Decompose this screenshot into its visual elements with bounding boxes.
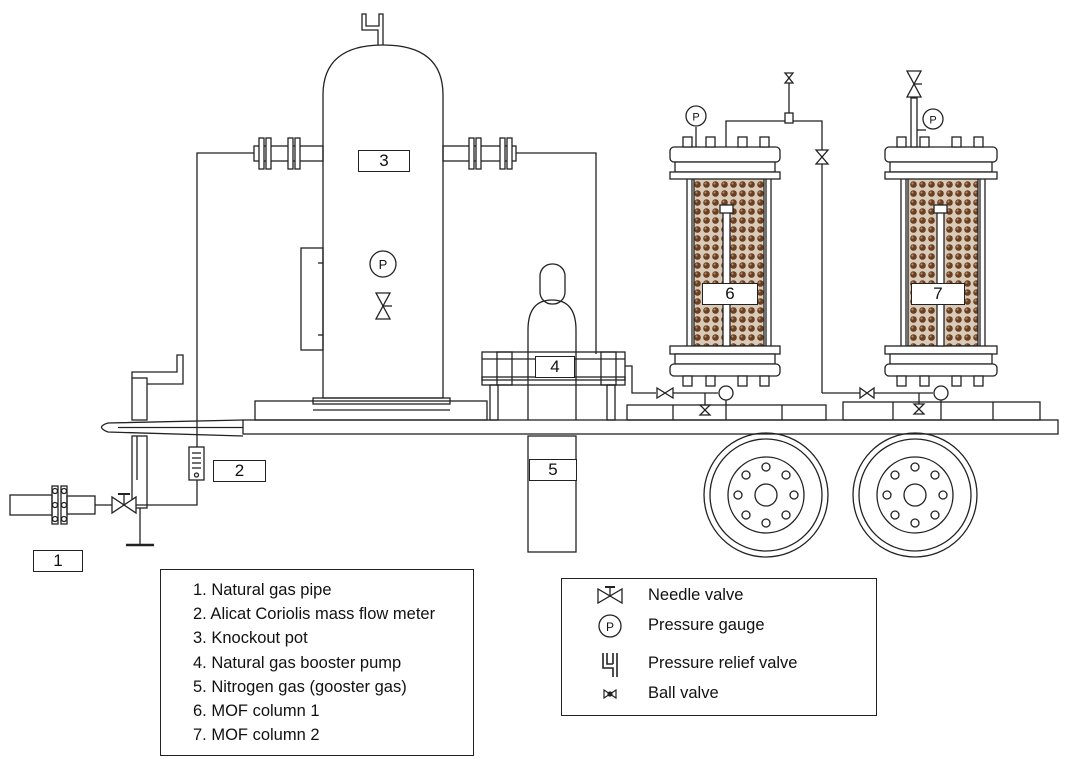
knockout-gauge-letter: P — [379, 257, 388, 272]
symbol-label-relief-valve: Pressure relief valve — [648, 654, 798, 672]
label-mof-column-1: 6 — [702, 283, 758, 305]
component-legend: 1. Natural gas pipe 2. Alicat Coriolis m… — [160, 569, 474, 756]
mof1-gauge-letter: P — [692, 112, 699, 124]
mof-column-2 — [822, 70, 1041, 421]
svg-text:P: P — [606, 620, 614, 634]
legend-item-7: 7. MOF column 2 — [193, 726, 320, 745]
symbol-legend: Needle valve P Pressure gauge Pressure r… — [561, 578, 877, 716]
flow-meter — [188, 152, 254, 481]
legend-item-1: 1. Natural gas pipe — [193, 581, 332, 599]
label-mof-column-2: 7 — [911, 283, 965, 305]
legend-item-2: 2. Alicat Coriolis mass flow meter — [193, 605, 436, 624]
symbol-row-relief-valve: Pressure relief valve — [562, 651, 876, 677]
symbol-label-needle-valve: Needle valve — [648, 586, 744, 604]
needle-valve-icon — [597, 586, 623, 605]
wheel-front — [703, 432, 829, 558]
trailer-bed — [242, 419, 1059, 435]
natural-gas-pipe — [9, 480, 198, 525]
wheel-rear — [852, 432, 978, 558]
symbol-row-needle-valve: Needle valve — [562, 583, 876, 609]
nitrogen-cylinder — [527, 263, 577, 553]
legend-item-4: 4. Natural gas booster pump — [193, 653, 402, 672]
symbol-label-pressure-gauge: Pressure gauge — [648, 616, 765, 634]
trailer-jack — [126, 354, 184, 547]
label-flow-meter: 2 — [213, 460, 266, 482]
symbol-row-ball-valve: Ball valve — [562, 681, 876, 707]
legend-item-6: 6. MOF column 1 — [193, 702, 320, 721]
label-knockout-pot: 3 — [358, 150, 410, 172]
legend-item-3: 3. Knockout pot — [193, 629, 308, 648]
ball-valve-icon — [603, 688, 617, 700]
mof-column-1 — [626, 72, 830, 421]
label-booster-pump: 4 — [535, 356, 575, 378]
knockout-pot — [253, 13, 597, 421]
label-nitrogen-gas: 5 — [529, 459, 577, 481]
mof2-gauge-letter: P — [929, 115, 936, 127]
pressure-gauge-icon: P — [598, 614, 622, 638]
legend-item-5: 5. Nitrogen gas (gooster gas) — [193, 677, 407, 696]
symbol-label-ball-valve: Ball valve — [648, 684, 719, 702]
trailer-tongue — [100, 419, 244, 437]
label-natural-gas-pipe: 1 — [33, 550, 83, 572]
pressure-relief-valve-icon — [602, 653, 618, 677]
symbol-row-pressure-gauge: P Pressure gauge — [562, 613, 876, 639]
